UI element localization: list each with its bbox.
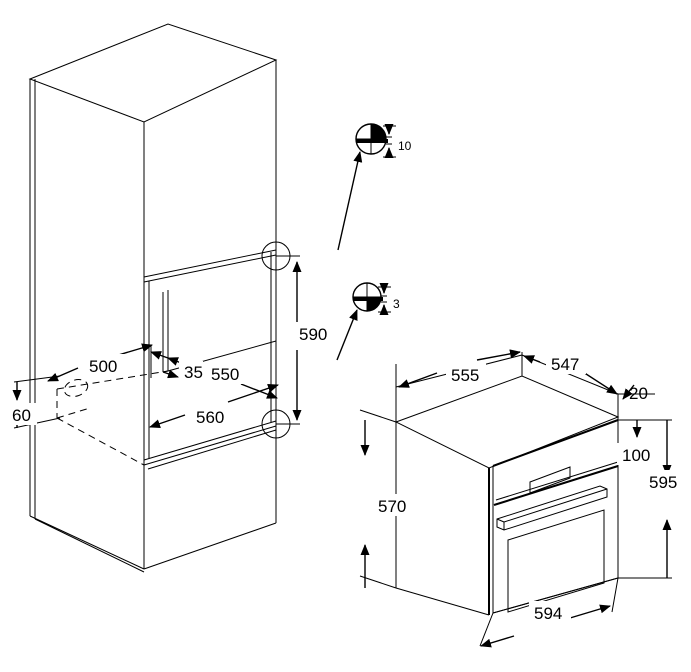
dim-label-560: 560 xyxy=(196,408,224,427)
ventilation-ellipse-marker xyxy=(63,379,89,397)
dim-label-570: 570 xyxy=(378,497,406,516)
detail-bottom-symbol xyxy=(352,282,387,312)
dim-label-547: 547 xyxy=(551,355,579,374)
callout-detail-top: 10 xyxy=(337,123,412,251)
cabinet-dimension-labels: 590 550 560 35 500 60 xyxy=(7,322,331,427)
oven-dimension-lines: 20 xyxy=(359,349,672,648)
callout-label-10: 10 xyxy=(398,139,412,153)
callout-detail-bottom: 3 xyxy=(336,282,400,361)
cabinet-niche xyxy=(143,249,277,470)
cabinet-hidden-lines xyxy=(56,370,169,466)
detail-circle-bottom-marker xyxy=(261,409,291,439)
control-panel-display xyxy=(529,466,571,494)
dim-label-500: 500 xyxy=(89,357,117,376)
oven-assembly xyxy=(394,375,620,616)
detail-markers-on-cabinet xyxy=(261,241,291,439)
detail-circle-top-marker xyxy=(261,241,291,271)
door-handle xyxy=(496,485,608,531)
dim-label-20: 20 xyxy=(629,384,648,403)
dim-label-35: 35 xyxy=(184,363,203,382)
door-window xyxy=(507,509,605,613)
dim-label-594: 594 xyxy=(534,604,562,623)
callout-label-3: 3 xyxy=(393,297,400,311)
oven-dimension-labels: 555 547 100 595 570 594 xyxy=(373,352,686,623)
dim-label-550: 550 xyxy=(211,365,239,384)
dim-label-60: 60 xyxy=(12,406,31,425)
dim-label-590: 590 xyxy=(299,325,327,344)
cabinet-assembly xyxy=(28,23,278,573)
detail-top-symbol xyxy=(355,123,392,155)
cabinet-lower-block xyxy=(29,79,277,573)
dim-label-100: 100 xyxy=(622,446,650,465)
dim-label-555: 555 xyxy=(451,366,479,385)
dim-label-595: 595 xyxy=(649,473,677,492)
cabinet-upper-block xyxy=(28,23,278,569)
